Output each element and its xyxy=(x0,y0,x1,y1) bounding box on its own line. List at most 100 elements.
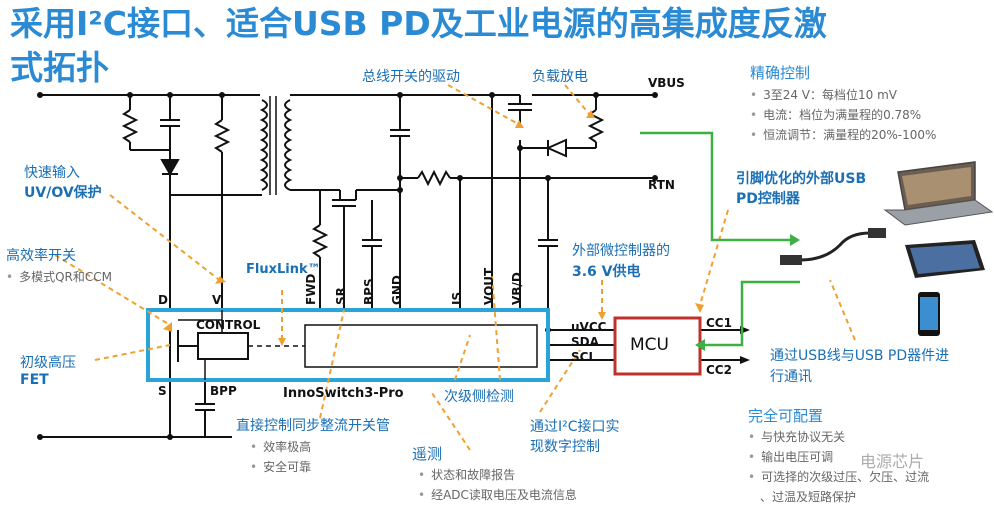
transformer-primary xyxy=(259,99,268,191)
pin-bps: BPS xyxy=(362,278,376,305)
pin-is: IS xyxy=(450,291,464,305)
annotation-pin-opt-1: 引脚优化的外部USB xyxy=(736,171,867,187)
current-sense-resistor xyxy=(417,169,451,187)
multimode-text: 多模式QR和CCM xyxy=(19,270,112,284)
pin-fwd-wrap: FWD xyxy=(304,274,335,319)
phone-image xyxy=(918,292,940,336)
pin-s: S xyxy=(158,384,167,398)
fully-config-heading: 完全可配置 xyxy=(748,407,824,425)
rtn-label: RTN xyxy=(648,178,675,192)
page-title: 采用I²C接口、适合USB PD及工业电源的高集成度反激 式拓扑 xyxy=(10,2,970,90)
snubber-resistor xyxy=(121,109,139,143)
pin-gnd: GND xyxy=(390,275,404,305)
pin-fwd: FWD xyxy=(304,273,318,305)
arrow-green-bottom xyxy=(705,280,800,347)
arrow-i2c xyxy=(539,349,581,413)
annotation-fluxlink: FluxLink™ xyxy=(246,262,321,277)
annotation-high-eff: 高效率开关 xyxy=(6,248,76,264)
control-block xyxy=(197,332,249,360)
pin-bpp: BPP xyxy=(210,384,237,398)
arrow-primary-fet xyxy=(94,344,171,361)
fully-config-bullet-3: •可选择的次级过压、欠压、过流 xyxy=(748,470,930,484)
arrow-green-top xyxy=(640,131,790,242)
fully-config-bullet-1: •与快充协议无关 xyxy=(748,430,846,444)
laptop-image xyxy=(883,161,994,226)
pin-vout: VOUT xyxy=(482,267,496,305)
sr-bullet-2: •安全可靠 xyxy=(250,460,312,474)
tel-bullet-2: •经ADC读取电压及电流信息 xyxy=(418,488,577,502)
tel-bullet-1-text: 状态和故障报告 xyxy=(431,468,516,482)
annotation-load-discharge: 负载放电 xyxy=(532,69,588,85)
uvcc-label: uVCC xyxy=(571,320,607,334)
chip-name: InnoSwitch3-Pro xyxy=(283,386,404,401)
arrow-fast-input xyxy=(109,194,223,283)
arrow-pin-opt xyxy=(699,209,729,306)
control-label: CONTROL xyxy=(196,318,261,332)
watermark: 电源芯片 xyxy=(860,452,925,471)
annotation-fast-input-2: UV/OV保护 xyxy=(24,185,102,201)
sr-bullet-1: •效率极高 xyxy=(250,440,312,454)
title-line2: 式拓扑 xyxy=(10,48,109,87)
pin-is-wrap: IS xyxy=(450,292,464,319)
innoswitch-chip xyxy=(146,308,550,382)
annotation-ext-mcu-2: 3.6 V供电 xyxy=(572,264,641,280)
arrow-usb-comm xyxy=(829,279,856,341)
v-pin-resistor xyxy=(213,119,231,153)
annotation-multimode: •多模式QR和CCM xyxy=(6,270,112,284)
fc-bullet-2-text: 输出电压可调 xyxy=(761,450,834,464)
annotation-primary-fet-2: FET xyxy=(20,372,49,388)
annotation-ext-mcu-1: 外部微控制器的 xyxy=(572,243,670,259)
annotation-direct-sr: 直接控制同步整流开关管 xyxy=(236,418,390,434)
annotation-telemetry: 遥测 xyxy=(412,445,443,463)
annotation-bus-driver: 总线开关的驱动 xyxy=(362,69,460,85)
sda-label: SDA xyxy=(571,335,599,349)
pin-bps-wrap: BPS xyxy=(362,278,389,319)
arrow-direct-sr xyxy=(319,309,345,419)
tel-bullet-1: •状态和故障报告 xyxy=(418,468,516,482)
arrow-bus-driver xyxy=(447,84,521,126)
annotation-usb-comm-1: 通过USB线与USB PD器件进 xyxy=(770,348,950,364)
fully-config-bullet-4: 、过温及短路保护 xyxy=(760,490,857,504)
pin-vbd-wrap: VB/D xyxy=(510,272,543,319)
arrow-high-eff xyxy=(54,254,171,326)
precise-control-bullet-1: •3至24 V：每档位10 mV xyxy=(750,88,897,102)
precise-control-bullet-2: •电流：档位为满量程的0.78% xyxy=(750,108,922,122)
arrow-telemetry xyxy=(429,389,471,451)
discharge-diode xyxy=(545,138,567,158)
pin-v: V xyxy=(212,293,222,307)
mcu-block xyxy=(613,316,702,376)
annotation-usb-comm-2: 行通讯 xyxy=(770,369,812,385)
precise-control-bullet-3: •恒流调节：满量程的20%-100% xyxy=(750,128,937,142)
transformer-secondary xyxy=(284,99,293,191)
cc1-label: CC1 xyxy=(706,316,732,330)
secondary-controller-block xyxy=(304,324,538,368)
annotation-i2c-1: 通过I²C接口实 xyxy=(530,419,620,435)
pin-gnd-wrap: GND xyxy=(390,275,420,319)
pc-bullet-2-text: 电流：档位为满量程的0.78% xyxy=(763,108,922,122)
fc-bullet-1-text: 与快充协议无关 xyxy=(761,430,846,444)
fc-bullet-3-text: 可选择的次级过压、欠压、过流 xyxy=(761,470,930,484)
fully-config-bullet-2: •输出电压可调 xyxy=(748,450,834,464)
annotation-primary-fet-1: 初级高压 xyxy=(20,355,76,371)
pc-bullet-1-text: 3至24 V：每档位10 mV xyxy=(763,88,897,102)
precise-control-heading: 精确控制 xyxy=(750,64,811,82)
annotation-pin-opt-2: PD控制器 xyxy=(736,191,800,207)
fwd-resistor xyxy=(311,224,329,258)
pc-bullet-3-text: 恒流调节：满量程的20%-100% xyxy=(763,128,937,142)
pin-d: D xyxy=(158,293,168,307)
sr-bullet-1-text: 效率极高 xyxy=(263,440,312,454)
annotation-fast-input-1: 快速输入 xyxy=(24,165,80,181)
clamp-diode xyxy=(160,159,180,177)
title-line1: 采用I²C接口、适合USB PD及工业电源的高集成度反激 xyxy=(10,4,827,43)
sr-bullet-2-text: 安全可靠 xyxy=(263,460,312,474)
tablet-image xyxy=(905,240,985,278)
tel-bullet-2-text: 经ADC读取电压及电流信息 xyxy=(431,488,577,502)
cc2-label: CC2 xyxy=(706,363,732,377)
arrow-load-discharge xyxy=(564,84,591,116)
scl-label: SCL xyxy=(571,350,597,364)
arrow-secondary-detect xyxy=(454,334,471,381)
mcu-label: MCU xyxy=(630,335,669,355)
annotation-i2c-2: 现数字控制 xyxy=(530,439,600,455)
vbus-label: VBUS xyxy=(648,76,685,90)
